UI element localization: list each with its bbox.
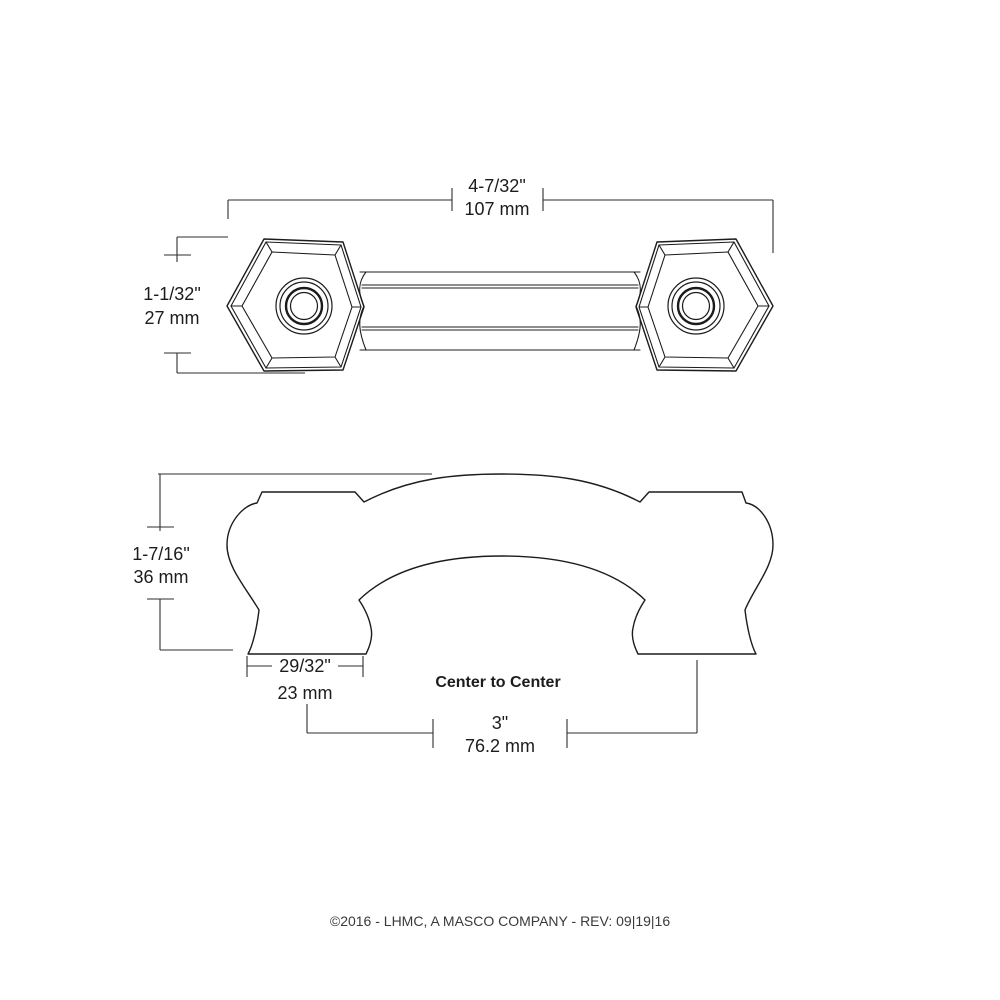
right-junction-curve [633,271,641,351]
dim-side-height-mm-label: 36 mm [133,567,188,587]
dim-overall-height: 1-1/32" 27 mm [143,236,305,374]
dim-side-height-inches-label: 1-7/16" [132,544,189,564]
dim-base-width-mm-label: 23 mm [277,683,332,703]
dim-side-height-lines [147,473,432,651]
left-hole-ring-2 [279,281,329,331]
dim-center-to-center-inches-label: 3" [492,713,508,733]
left-end-cap [226,238,365,372]
left-hole-ring-3 [284,286,324,326]
left-hole-ring-inner [289,291,319,321]
dim-overall-height-inches-label: 1-1/32" [143,284,200,304]
dim-center-to-center-lines [306,660,698,748]
footer-copyright: ©2016 - LHMC, A MASCO COMPANY - REV: 09|… [330,913,670,929]
right-end-cap [635,238,774,372]
right-hex-bevels [638,241,770,369]
dim-overall-width: 4-7/32" 107 mm [227,176,774,253]
handle-side-view [226,473,774,655]
bar-lower-groove [361,326,639,331]
dim-side-height: 1-7/16" 36 mm [132,473,432,651]
dim-base-width-inches-label: 29/32" [279,656,330,676]
bar-outline [359,271,641,351]
handle-top-view [226,238,774,372]
left-hex-outer [226,238,365,372]
dim-overall-width-inches-label: 4-7/32" [468,176,525,196]
dim-overall-width-lines [227,188,774,253]
mounting-hole-left [275,277,333,335]
side-profile [226,473,774,655]
center-to-center-label: Center to Center [435,674,560,691]
right-hex-outer [635,238,774,372]
right-hole-ring-3 [676,286,716,326]
right-hole-ring-inner [681,291,711,321]
right-hole-ring-outer [667,277,725,335]
dim-center-to-center-mm-label: 76.2 mm [465,736,535,756]
mounting-hole-right [667,277,725,335]
right-hole-ring-2 [671,281,721,331]
dim-center-to-center: Center to Center 3" 76.2 mm [306,660,698,756]
left-hex-bevels [230,241,362,369]
dim-base-width: 29/32" 23 mm [246,656,364,703]
left-junction-curve [359,271,367,351]
dim-overall-height-mm-label: 27 mm [144,308,199,328]
dim-base-width-lines [246,656,364,677]
dim-overall-width-mm-label: 107 mm [464,199,529,219]
dim-overall-height-lines [164,236,305,374]
left-hole-ring-outer [275,277,333,335]
bar-upper-groove [361,284,639,289]
